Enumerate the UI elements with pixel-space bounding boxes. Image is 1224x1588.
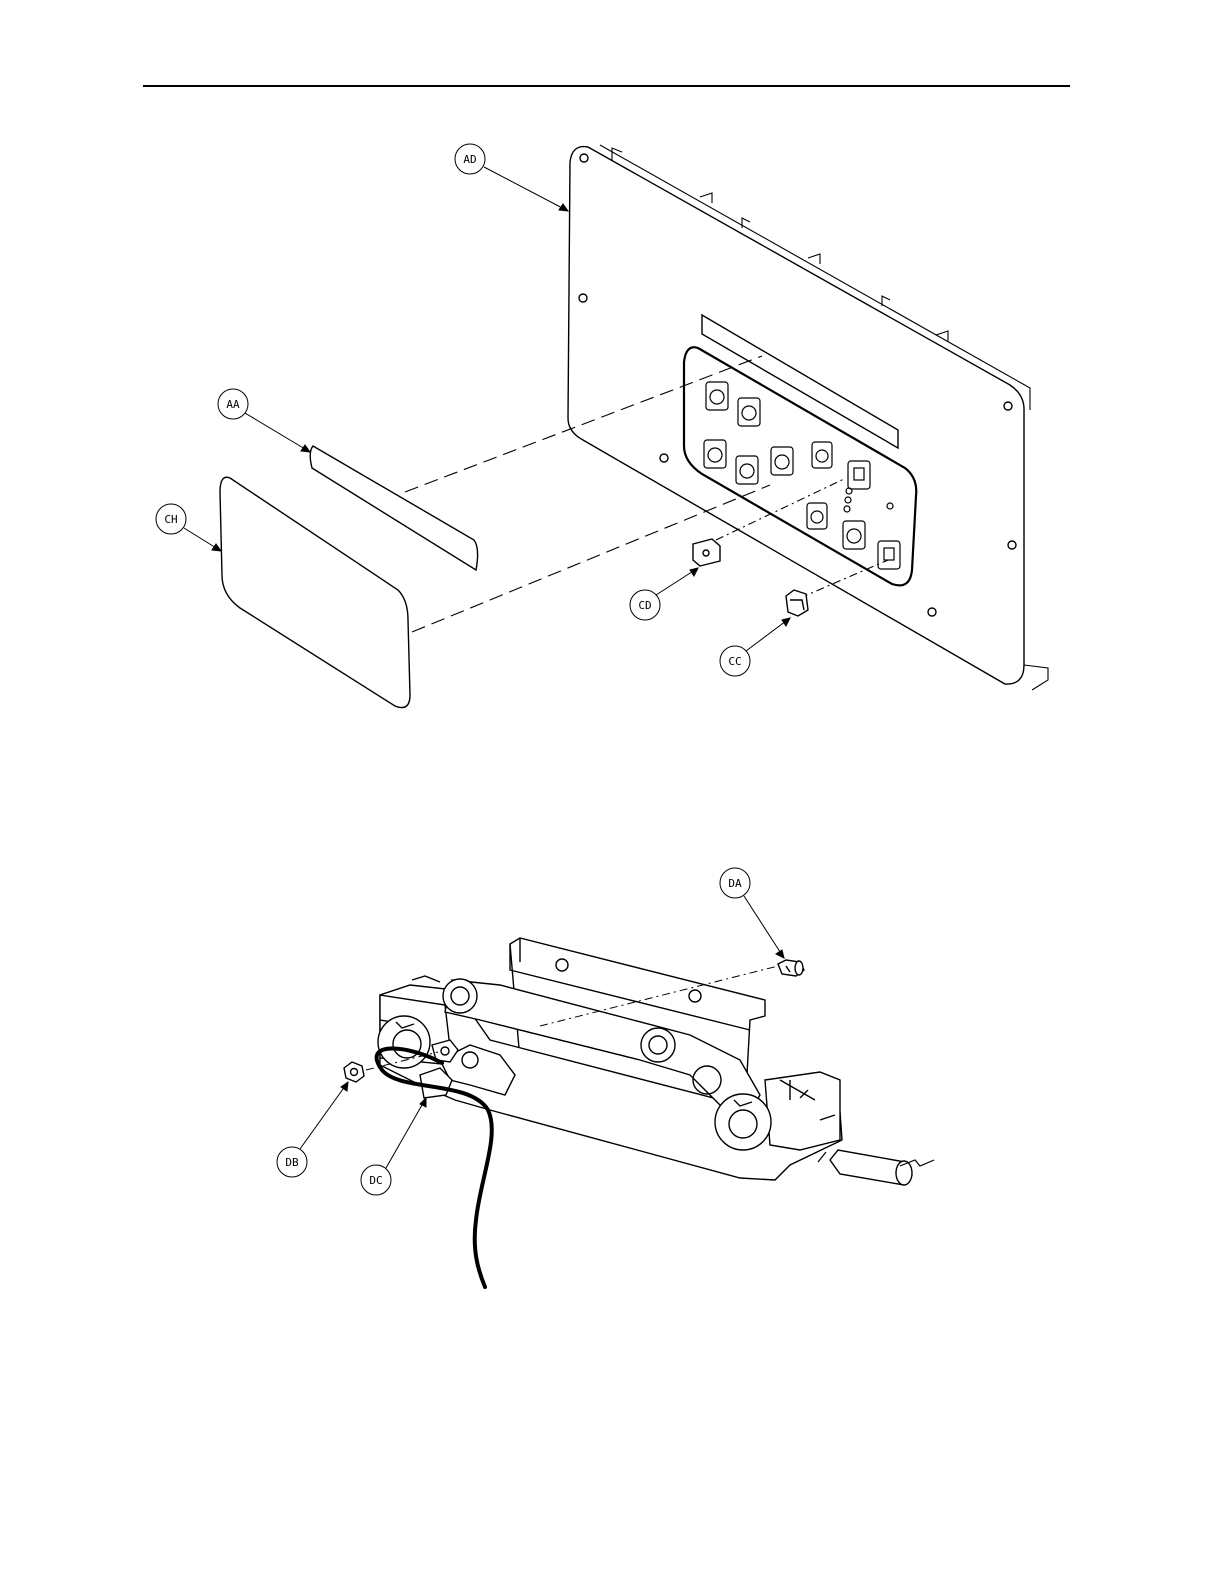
mid-bushing-inner [649,1036,667,1054]
callout-label-ch: CH [164,513,177,526]
callout-da: DA [720,868,784,958]
callout-dc: DC [361,1098,426,1195]
callout-label-ad: AD [463,153,476,166]
callout-label-db: DB [285,1156,299,1169]
bolt-da [778,960,804,976]
callout-label-cd: CD [638,599,651,612]
control-panel-assembly [220,145,1048,708]
right-pivot-inner [729,1110,757,1138]
part-cc [786,590,808,616]
callout-label-da: DA [728,877,742,890]
callout-aa: AA [218,389,310,452]
callout-db: DB [277,1082,348,1177]
label-strip-aa [310,446,477,570]
callout-label-dc: DC [369,1174,382,1187]
callout-cc: CC [720,618,790,676]
right-block [765,1072,840,1150]
nut-db [344,1062,364,1082]
upper-link-bushing-inner [451,987,469,1005]
arm-linkage-assembly [344,938,934,1287]
callout-label-cc: CC [728,655,741,668]
part-cd [693,539,720,566]
callout-cd: CD [630,568,698,620]
callout-ch: CH [156,504,221,551]
callout-ad: AD [455,144,568,211]
callout-label-aa: AA [226,398,240,411]
